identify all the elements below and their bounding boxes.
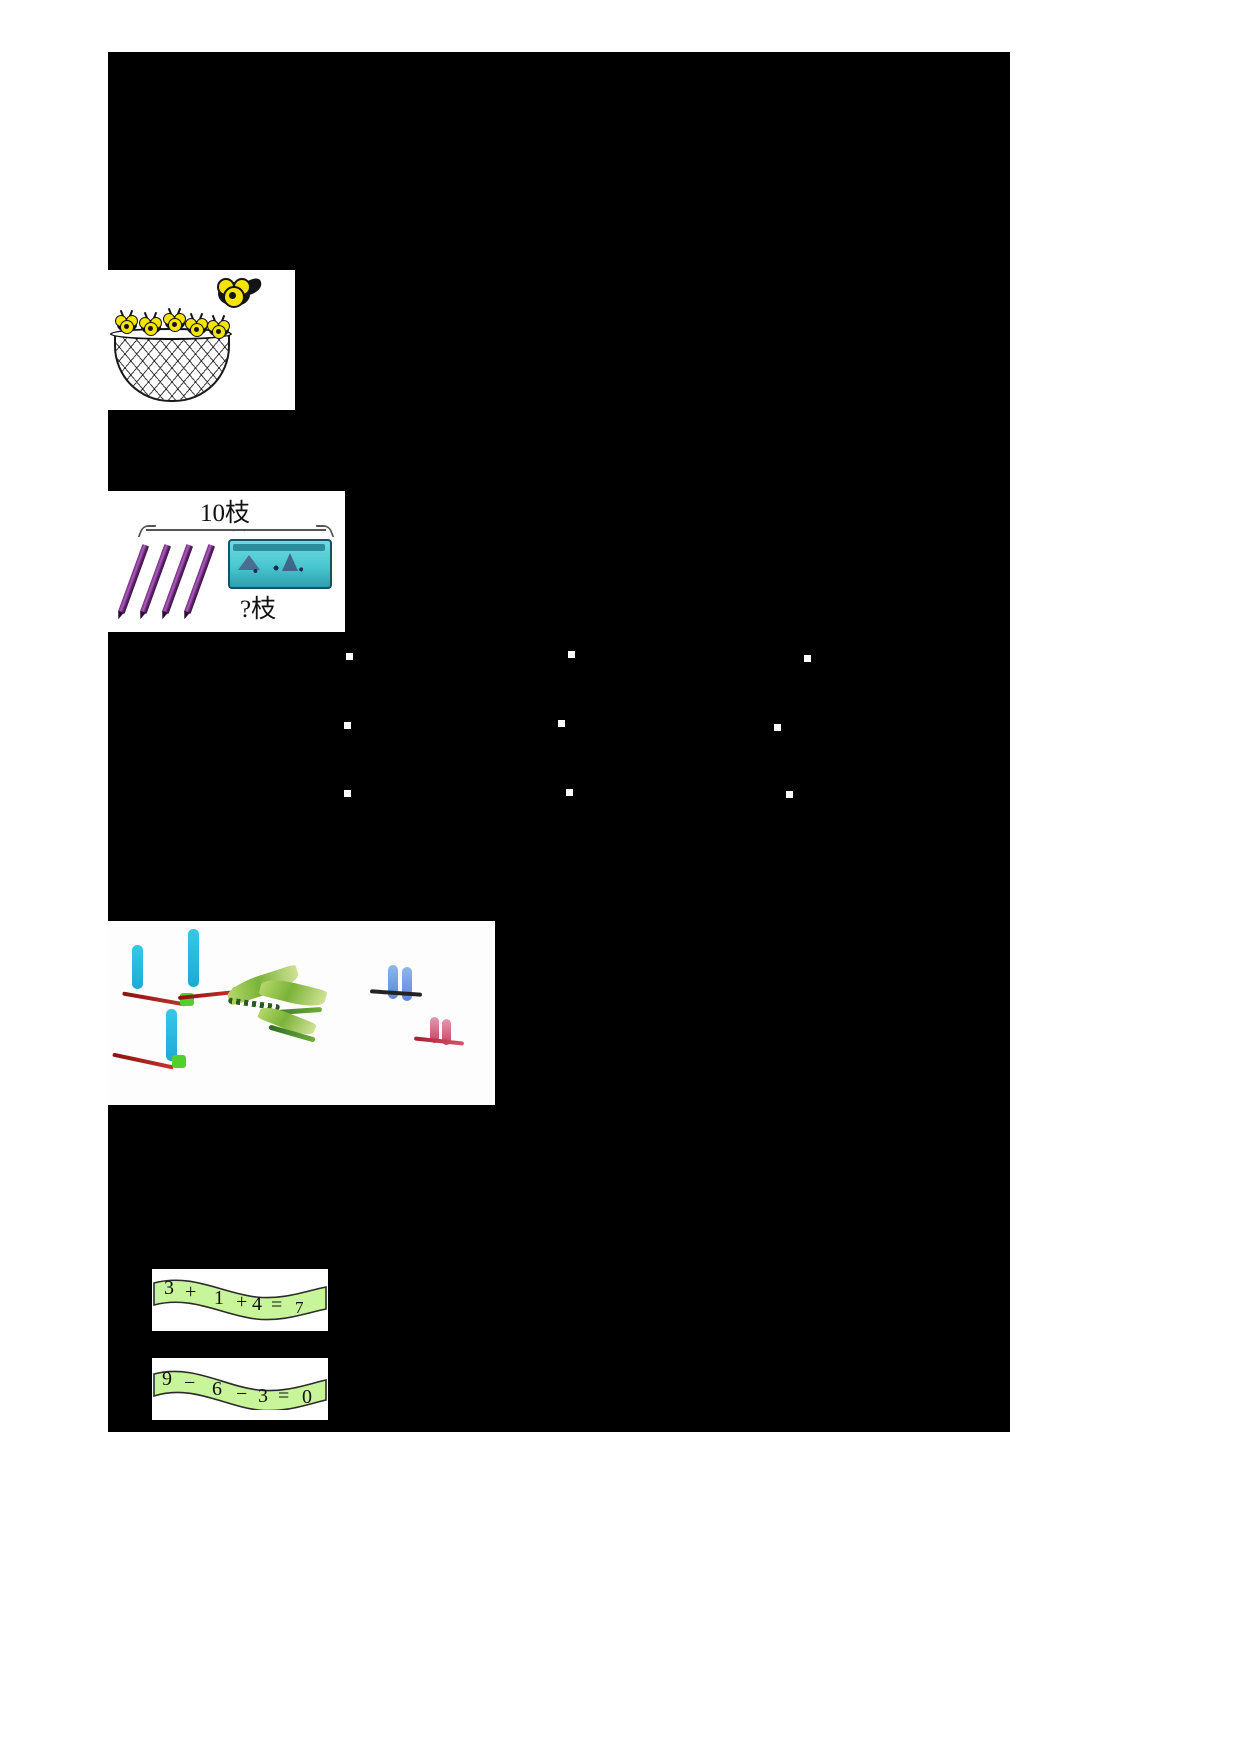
connect-dot[interactable] <box>568 651 575 658</box>
equation-text-2: 9 − 6 − 3 = 0 <box>162 1368 312 1408</box>
page-content-block <box>108 52 1010 1432</box>
connect-dot[interactable] <box>566 789 573 796</box>
equation-text-1: 3 + 1 + 4 = 7 <box>164 1277 304 1317</box>
connect-dot[interactable] <box>804 655 811 662</box>
figure-bees-and-basket <box>108 270 295 410</box>
ribbon-shape <box>152 1275 328 1321</box>
bee-icon <box>114 309 140 334</box>
connect-dot[interactable] <box>786 791 793 798</box>
pencils-unknown-label: ?枝 <box>240 596 277 623</box>
connect-dot[interactable] <box>774 724 781 731</box>
bee-icon <box>138 311 164 336</box>
pencils-brace <box>137 525 335 539</box>
connect-dot[interactable] <box>344 722 351 729</box>
figure-dragonflies <box>108 921 495 1105</box>
basket-icon <box>114 332 230 402</box>
ribbon-shape <box>152 1364 328 1410</box>
pencils-total-label: 10枝 <box>200 500 251 527</box>
bee-icon <box>162 307 188 332</box>
flying-bee-icon <box>216 276 264 312</box>
connect-dot[interactable] <box>558 720 565 727</box>
connect-dot[interactable] <box>346 653 353 660</box>
connect-dot[interactable] <box>344 790 351 797</box>
equation-banner-1: 3 + 1 + 4 = 7 <box>152 1269 328 1331</box>
bee-icon <box>206 314 232 339</box>
bee-icon <box>184 312 210 337</box>
equation-banner-2: 9 − 6 − 3 = 0 <box>152 1358 328 1420</box>
figure-pencils: 10枝 ?枝 <box>108 491 345 632</box>
pencil-case-icon <box>228 539 332 589</box>
